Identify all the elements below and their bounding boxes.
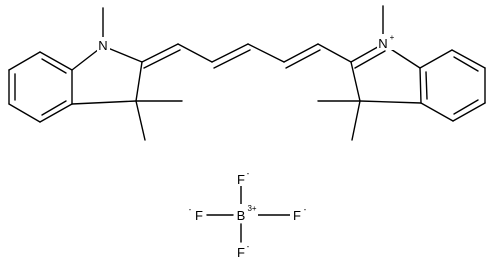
- atom-f-left: - F: [186, 205, 206, 223]
- svg-text:3+: 3+: [247, 204, 256, 213]
- left-gem-methyl-b: [135, 100, 146, 141]
- right-five-membered-ring: [350, 43, 422, 104]
- polymethine-chain: [141, 43, 352, 69]
- atom-n-right: N +: [377, 33, 396, 51]
- atom-f-bottom: F -: [234, 242, 252, 260]
- svg-text:F: F: [195, 208, 203, 223]
- right-gem-methyl-b: [351, 100, 361, 141]
- svg-text:B: B: [237, 208, 246, 223]
- svg-text:F: F: [237, 172, 245, 187]
- left-substituents: [102, 7, 183, 141]
- right-substituents: [317, 5, 384, 141]
- left-five-membered-ring: [71, 45, 143, 105]
- atom-boron: B 3+: [234, 204, 258, 223]
- svg-text:-: -: [304, 205, 307, 214]
- svg-text:-: -: [189, 205, 192, 214]
- svg-text:F: F: [237, 245, 245, 260]
- left-benzene-ring: [8, 51, 73, 123]
- svg-text:-: -: [247, 242, 250, 251]
- svg-text:-: -: [247, 169, 250, 178]
- svg-text:+: +: [390, 33, 395, 42]
- atom-n-left: N: [97, 37, 110, 53]
- svg-text:N: N: [98, 38, 107, 53]
- atom-f-top: F -: [234, 169, 252, 187]
- atom-f-right: F -: [290, 205, 310, 223]
- svg-text:F: F: [293, 208, 301, 223]
- svg-text:N: N: [378, 36, 387, 51]
- right-benzene-ring: [419, 49, 486, 122]
